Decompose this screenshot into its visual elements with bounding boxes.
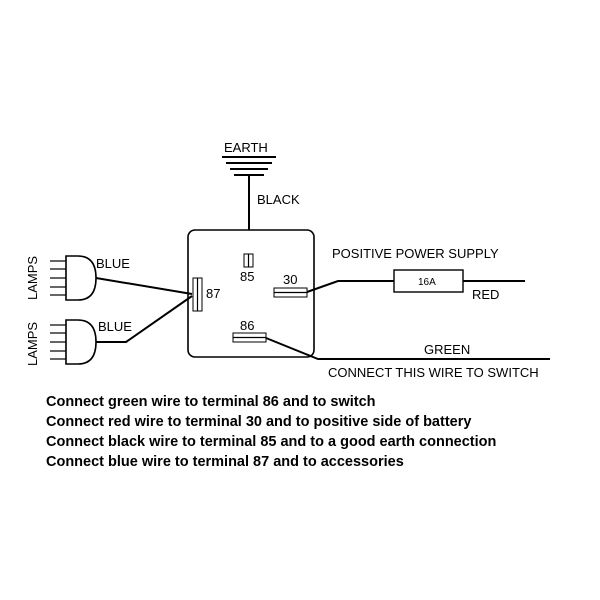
- instruction-blue: Connect blue wire to terminal 87 and to …: [46, 454, 404, 470]
- blue-bottom-label: BLUE: [98, 319, 132, 334]
- lamps-top-label: LAMPS: [25, 256, 40, 300]
- lamp-top-icon: [50, 255, 97, 301]
- instruction-red: Connect red wire to terminal 30 and to p…: [46, 414, 472, 430]
- blue-wire-bottom: [96, 295, 193, 343]
- lamp-bottom-icon: [50, 319, 97, 365]
- blue-top-label: BLUE: [96, 256, 130, 271]
- lamps-bottom-label: LAMPS: [25, 322, 40, 366]
- blue-wire-top: [95, 277, 193, 295]
- instructions-list: Connect green wire to terminal 86 and to…: [46, 392, 586, 472]
- terminal-85-label: 85: [240, 269, 254, 284]
- green-wire: [265, 337, 550, 360]
- red-label: RED: [472, 287, 499, 302]
- green-label: GREEN: [424, 342, 470, 357]
- earth-label: EARTH: [224, 140, 268, 155]
- red-wire: [306, 280, 394, 293]
- switch-note-label: CONNECT THIS WIRE TO SWITCH: [328, 365, 539, 380]
- terminal-30-label: 30: [283, 272, 297, 287]
- positive-power-supply-label: POSITIVE POWER SUPPLY: [332, 246, 499, 261]
- instruction-black: Connect black wire to terminal 85 and to…: [46, 434, 497, 450]
- fuse-label: 16A: [418, 277, 436, 288]
- earth-symbol: [222, 156, 276, 176]
- terminal-87-label: 87: [206, 286, 220, 301]
- terminal-86-label: 86: [240, 318, 254, 333]
- instruction-green: Connect green wire to terminal 86 and to…: [46, 394, 376, 410]
- black-label: BLACK: [257, 192, 300, 207]
